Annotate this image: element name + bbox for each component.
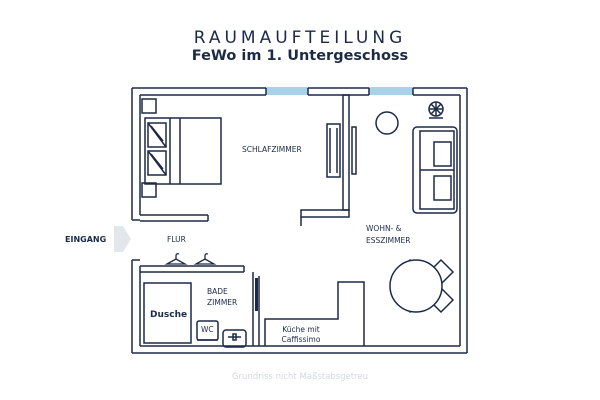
bathroom-fixtures [143, 282, 247, 348]
side-table [375, 111, 399, 135]
shower [143, 282, 192, 344]
hall-label: FLUR [167, 235, 186, 244]
outer-walls [131, 87, 468, 354]
bedroom-label: SCHLAFZIMMER [242, 145, 302, 154]
tv [351, 126, 357, 175]
wardrobe [326, 123, 341, 178]
entrance-arrow [114, 226, 131, 252]
shower-label: Dusche [150, 310, 187, 320]
window-top-left [266, 87, 308, 95]
entrance-label: EINGANG [65, 235, 106, 244]
kitchen-label-line1: Küche mit [282, 325, 320, 334]
interior-walls [140, 94, 350, 346]
bath-label-line2: ZIMMER [207, 298, 237, 307]
bathroom-door [255, 278, 258, 311]
window-top-right [369, 87, 413, 95]
wc-label: WC [201, 325, 214, 334]
nightstand-top [141, 98, 157, 114]
double-bed [144, 117, 222, 185]
coat-hangers [164, 253, 217, 265]
living-label-line2: ESSZIMMER [366, 236, 411, 245]
page-subtitle: FeWo im 1. Untergeschoss [191, 48, 409, 64]
sink [222, 329, 247, 348]
dining-table [389, 258, 455, 314]
kitchen-label-line2: Caffissimo [282, 335, 321, 344]
footer-note: Grundriss nicht Maßstabsgetreu [231, 372, 369, 382]
living-label-line1: WOHN- & [366, 224, 402, 233]
page-title: RAUMAUFTEILUNG [193, 28, 407, 48]
sofa [412, 126, 458, 214]
kitchen-counter [264, 281, 365, 346]
bedroom-furniture [141, 98, 341, 198]
living-furniture [375, 101, 458, 214]
nightstand-bottom [141, 182, 157, 198]
bath-label-line1: BADE [207, 287, 228, 296]
